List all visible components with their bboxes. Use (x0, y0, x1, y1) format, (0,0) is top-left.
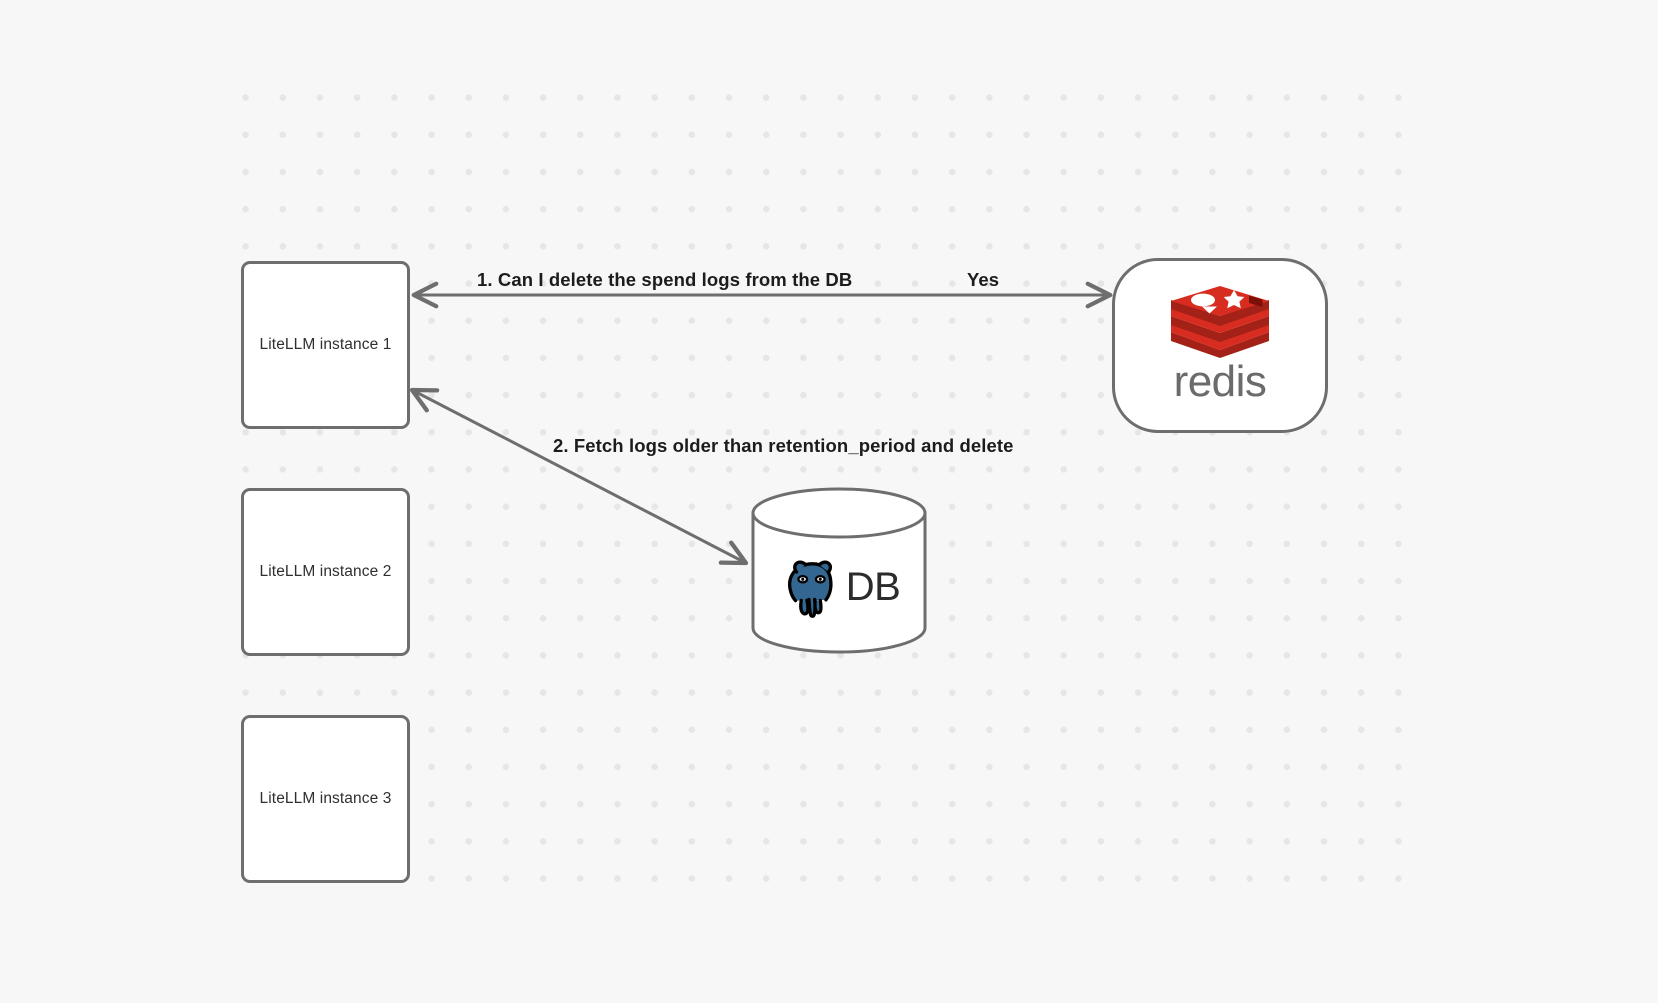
node-label: LiteLLM instance 3 (259, 790, 392, 807)
node-redis[interactable]: redis (1112, 258, 1328, 433)
node-label: LiteLLM instance 1 (259, 336, 392, 353)
node-litellm-instance-1[interactable]: LiteLLM instance 1 (241, 261, 410, 429)
node-postgres-db[interactable]: DB (751, 488, 927, 653)
redis-logo-icon (1171, 286, 1269, 359)
db-label: DB (845, 564, 901, 609)
edge-label-2: 2. Fetch logs older than retention_perio… (553, 435, 1014, 456)
redis-wordmark: redis (1173, 357, 1267, 407)
edge-label-1: 1. Can I delete the spend logs from the … (477, 269, 853, 290)
edge-label-1-answer: Yes (967, 269, 1000, 290)
node-litellm-instance-2[interactable]: LiteLLM instance 2 (241, 488, 410, 656)
node-label: LiteLLM instance 2 (259, 563, 392, 580)
db-cylinder-shape (751, 487, 927, 654)
node-litellm-instance-3[interactable]: LiteLLM instance 3 (241, 715, 410, 883)
postgresql-elephant-icon (787, 560, 833, 618)
edge-instance1-db[interactable] (409, 387, 749, 566)
